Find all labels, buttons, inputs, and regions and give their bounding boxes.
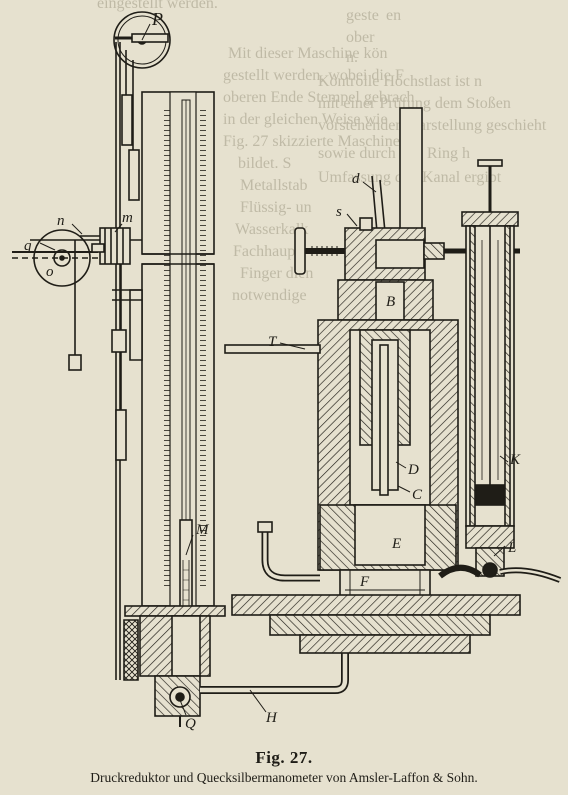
label-k: K	[509, 452, 521, 468]
ghost-line: n.	[346, 49, 358, 66]
ghost-line: vorstehenden Darstellung geschieht	[318, 117, 547, 134]
label-m: m	[122, 210, 133, 226]
ghost-line: sowie durch den Ring h	[318, 145, 470, 162]
ghost-line: Metallstab	[240, 177, 308, 194]
pump-k	[438, 159, 562, 583]
clutch-m	[80, 227, 131, 265]
label-l: L	[507, 540, 516, 556]
label-d-upper: D	[407, 462, 419, 478]
label-q: q	[24, 238, 32, 254]
label-h: H	[265, 710, 278, 726]
ghost-line: Kontrolle Höchstlast ist n	[318, 73, 482, 90]
label-e: E	[391, 536, 401, 552]
ghost-line: Mit dieser Maschine kön	[228, 45, 388, 62]
manometer-column	[112, 91, 215, 607]
ghost-line: oberen Ende Stempel gebrach	[223, 89, 414, 106]
ghost-line: geste	[346, 7, 379, 24]
label-q-upper: Q	[185, 716, 196, 732]
mercury-tube	[179, 519, 193, 611]
inlet-elbow	[257, 521, 320, 582]
ghost-line: in der gleichen Weise wie	[223, 111, 388, 128]
ghost-line: Flüssig- un	[240, 199, 312, 216]
label-n: n	[57, 213, 65, 229]
label-d: d	[352, 171, 360, 187]
pipe-h	[200, 600, 349, 694]
ghost-line: notwendige	[232, 287, 307, 304]
figure-caption: Druckreduktor und Quecksilbermanometer v…	[90, 770, 478, 785]
ghost-line: en	[386, 7, 401, 24]
ghost-line: ober	[346, 29, 375, 46]
manometer-base	[123, 605, 226, 727]
upper-cap	[344, 175, 426, 281]
label-o: o	[46, 264, 54, 280]
tube-t	[224, 344, 321, 354]
label-b: B	[386, 294, 395, 310]
base-plate	[231, 594, 521, 654]
cords-and-weights	[68, 42, 140, 680]
reducer-body	[317, 279, 459, 607]
figure-number: Fig. 27.	[255, 748, 313, 767]
label-m-upper: M	[195, 522, 210, 538]
ghost-line: bildet. S	[238, 155, 291, 172]
ghost-line: Fig. 27 skizzierte Maschine	[223, 133, 400, 150]
label-t: T	[268, 334, 278, 350]
ghost-line: Wasserkalk	[235, 221, 308, 238]
pulley-p	[113, 11, 171, 69]
ghost-line: gestellt werden, wobei die F	[223, 67, 404, 84]
label-c: C	[412, 487, 423, 503]
label-s: s	[336, 204, 342, 220]
technical-drawing: P n m q o M Q H d s B T D C E F K L	[12, 9, 562, 732]
label-p: P	[151, 9, 163, 29]
ghost-line: Fachhaupt	[233, 243, 300, 260]
ghost-line: eingestellt werden.	[97, 0, 218, 12]
label-f: F	[359, 574, 370, 590]
ghost-line: mit einer Prüfung dem Stoßen	[318, 95, 511, 112]
